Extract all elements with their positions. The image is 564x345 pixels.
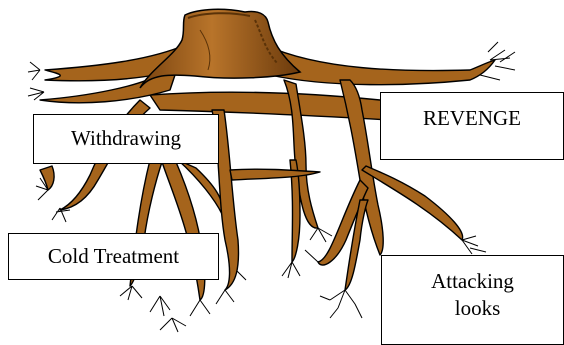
tree-stump [140,9,300,88]
label-withdrawing: Withdrawing [33,114,219,164]
label-withdrawing-text: Withdrawing [71,125,181,152]
label-attacking-line1: Attacking [431,268,514,295]
label-cold-treatment-text: Cold Treatment [48,243,179,270]
label-revenge-text: REVENGE [423,105,521,132]
label-revenge: REVENGE [380,92,564,160]
label-attacking-looks: Attacking looks [381,255,564,345]
label-cold-treatment: Cold Treatment [8,233,219,280]
label-attacking-line2: looks [455,295,501,322]
